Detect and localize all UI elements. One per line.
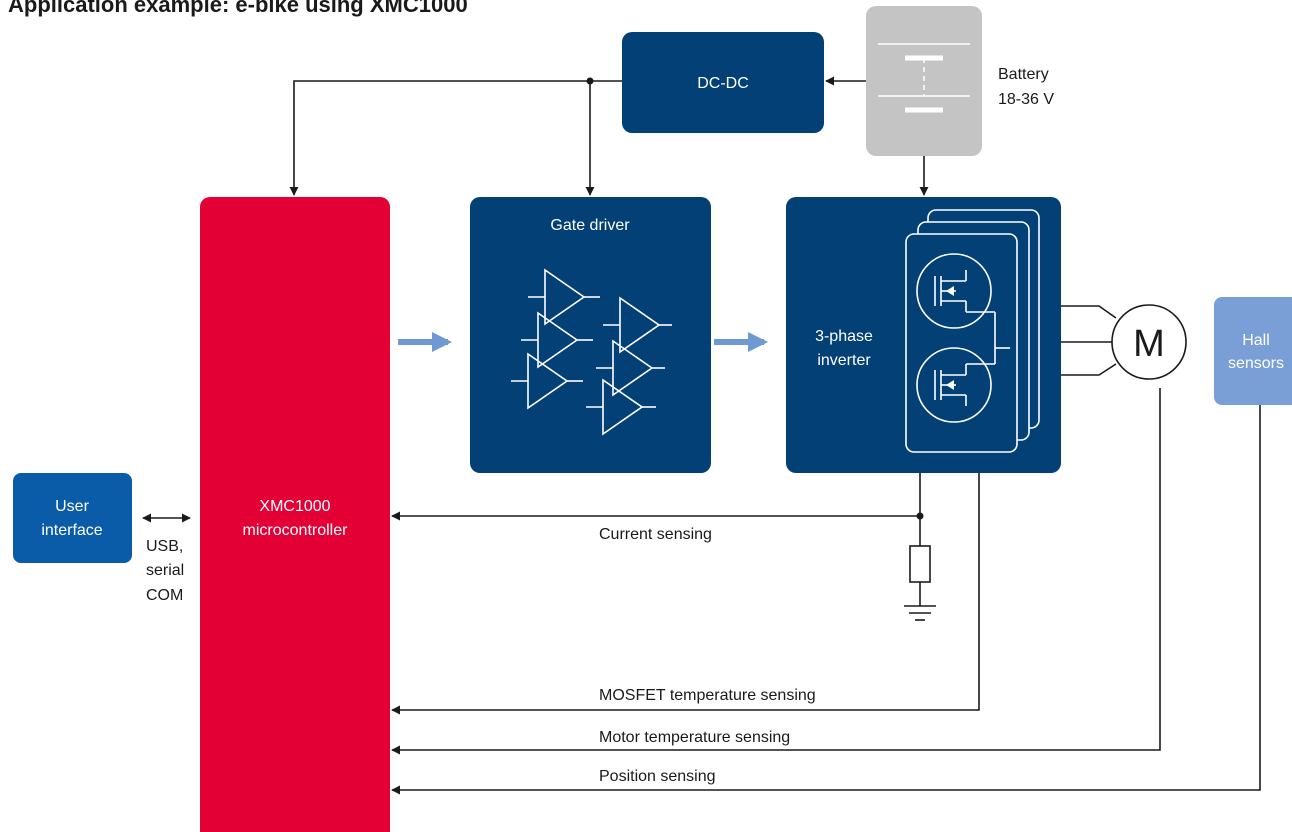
phase-line-1 <box>1061 305 1117 319</box>
mosfet-temp-label: MOSFET temperature sensing <box>599 687 816 704</box>
dcdc-block: DC-DC <box>622 32 824 133</box>
battery-block <box>866 6 982 156</box>
motor-symbol: M <box>1111 304 1187 380</box>
shunt-resistor-icon <box>909 545 931 583</box>
user-interface-block: User interface <box>13 473 132 563</box>
phase-line-3 <box>1061 363 1117 376</box>
hall-label-line1: Hall <box>1242 332 1270 349</box>
battery-symbol-icon <box>878 43 970 113</box>
battery-voltage-label: 18-36 V <box>998 91 1054 108</box>
hall-sensors-block: Hall sensors <box>1214 297 1292 405</box>
diagram-heading: Application example: e-bike using XMC100… <box>8 0 468 17</box>
gate-driver-label: Gate driver <box>550 217 630 234</box>
dcdc-label: DC-DC <box>697 75 749 92</box>
current-sensing-label: Current sensing <box>599 526 712 543</box>
motor-temp-label: Motor temperature sensing <box>599 729 790 746</box>
usb-label-line3: COM <box>146 587 183 604</box>
microcontroller-block: XMC1000 microcontroller <box>200 197 390 832</box>
ui-label-line1: User <box>55 498 89 515</box>
current-junction-dot <box>916 512 924 520</box>
dcdc-to-mcu-arrow <box>289 80 622 196</box>
driver-triangles-icon <box>511 268 672 436</box>
mosfet-cards-icon <box>905 209 1040 453</box>
position-sensing-arrow <box>391 405 1261 795</box>
position-sensing-label: Position sensing <box>599 768 716 785</box>
usb-label-line2: serial <box>146 562 184 579</box>
mcu-label-line1: XMC1000 <box>259 498 330 515</box>
gate-driver-block: Gate driver <box>470 197 711 473</box>
inverter-label-line1: 3-phase <box>815 328 873 345</box>
ui-label-line2: interface <box>41 522 102 539</box>
dcdc-junction-dot <box>586 77 594 85</box>
ground-icon <box>904 605 936 621</box>
connector-lines <box>142 76 1261 795</box>
hall-label-line2: sensors <box>1228 355 1284 372</box>
usb-label-line1: USB, <box>146 538 183 555</box>
mosfet-temp-arrow <box>391 473 980 715</box>
mcu-label-line2: microcontroller <box>243 522 349 539</box>
battery-name-label: Battery <box>998 66 1049 83</box>
motor-temp-arrow <box>391 388 1161 755</box>
inverter-block: 3-phase inverter <box>786 197 1061 473</box>
motor-label: M <box>1133 323 1165 365</box>
inverter-label-line2: inverter <box>817 352 871 369</box>
